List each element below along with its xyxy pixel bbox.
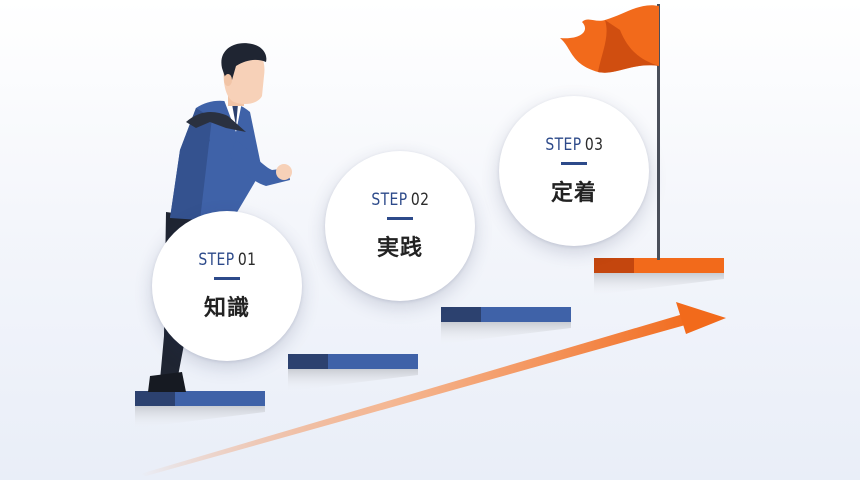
- step-word: STEP: [197, 250, 235, 270]
- step-divider: [387, 217, 413, 220]
- step-title: 知識: [203, 296, 250, 321]
- step-word: STEP: [544, 135, 582, 155]
- step-divider: [561, 162, 587, 165]
- stair-step-2: [288, 354, 418, 391]
- step-number: 03: [584, 135, 604, 155]
- growth-arrow-icon: [140, 302, 726, 476]
- step-divider: [214, 277, 240, 280]
- step-number: 02: [410, 190, 430, 210]
- goal-platform: [594, 258, 724, 295]
- step-word: STEP: [370, 190, 408, 210]
- stair-step-1: [135, 391, 265, 428]
- step-number: 01: [237, 250, 257, 270]
- stair-step-3: [441, 307, 571, 344]
- goal-flag-icon: [560, 4, 660, 260]
- step-title: 定着: [550, 181, 597, 206]
- step-title: 実践: [376, 236, 423, 261]
